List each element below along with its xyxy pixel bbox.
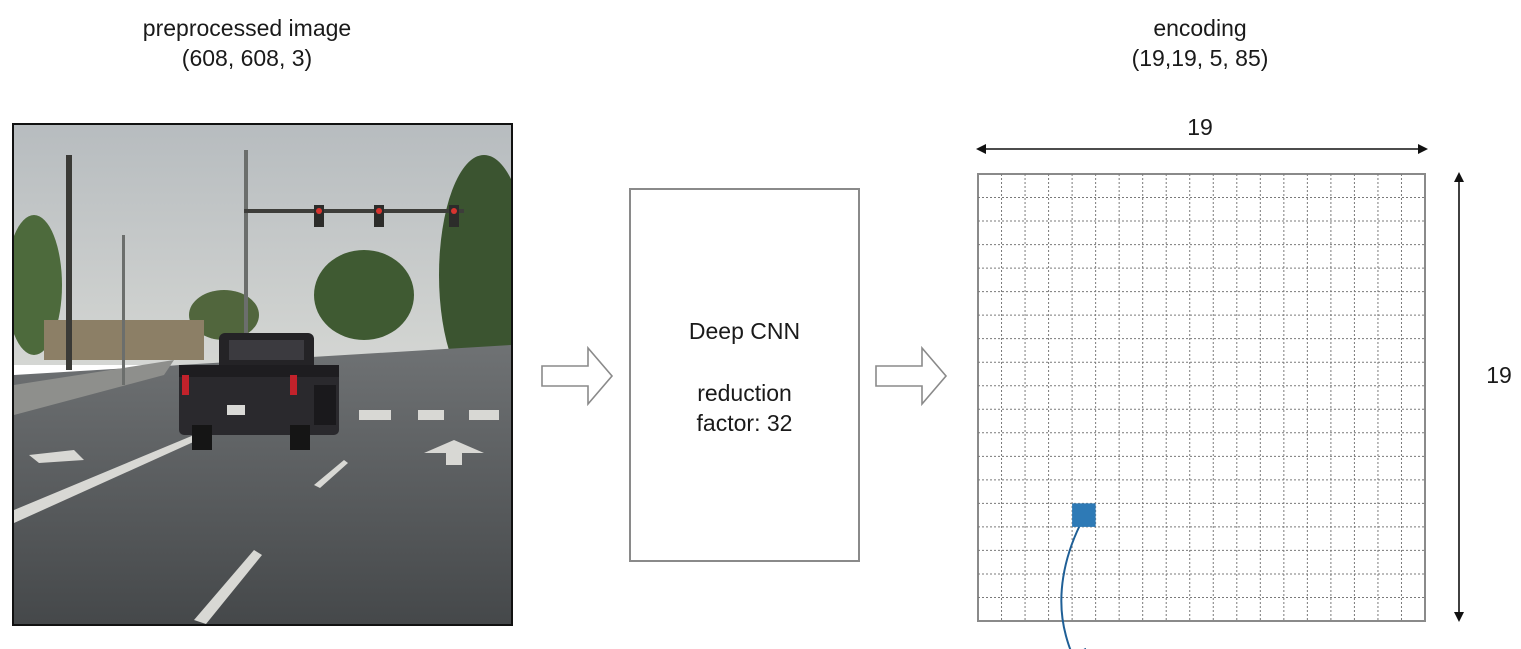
highlighted-cell-connector xyxy=(1060,524,1086,649)
arrow-to-cnn-icon xyxy=(541,346,614,406)
street-scene-illustration xyxy=(14,125,511,624)
encoding-shape-label: (19,19, 5, 85) xyxy=(1131,45,1269,71)
grid-height-label: 19 xyxy=(1486,362,1512,388)
encoding-grid xyxy=(977,173,1426,649)
deep-cnn-box: Deep CNN reduction factor: 32 xyxy=(629,188,860,562)
cnn-reduction-label: reduction xyxy=(697,380,792,406)
encoding-title: encoding (19,19, 5, 85) xyxy=(1050,13,1350,73)
width-dimension-arrow-icon xyxy=(976,144,1428,154)
encoding-grid-frame xyxy=(977,173,1426,622)
input-title-line1: preprocessed image xyxy=(142,15,352,41)
preprocessed-street-image xyxy=(12,123,513,626)
input-shape-label: (608, 608, 3) xyxy=(181,45,313,71)
highlighted-grid-cell xyxy=(1072,503,1096,527)
cnn-name-label: Deep CNN xyxy=(688,318,801,344)
grid-width-label: 19 xyxy=(1187,114,1213,140)
input-image-title: preprocessed image (608, 608, 3) xyxy=(97,13,397,73)
encoding-title-line1: encoding xyxy=(1153,15,1247,41)
height-dimension-arrow-icon xyxy=(1454,172,1464,622)
encoding-grid-lines xyxy=(978,174,1425,621)
arrow-to-encoding-icon xyxy=(875,346,948,406)
cnn-factor-label: factor: 32 xyxy=(696,410,793,436)
